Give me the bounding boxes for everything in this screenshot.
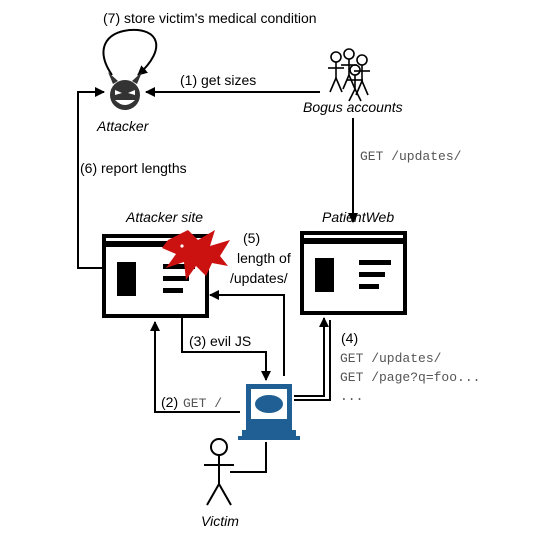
group-of-people-icon xyxy=(328,48,370,102)
step2-arrow xyxy=(150,321,240,413)
step3-arrow xyxy=(181,318,271,381)
patientweb-webpage-icon xyxy=(300,231,407,315)
step2-prefix: (2) xyxy=(161,394,178,410)
victim-label: Victim xyxy=(201,513,239,529)
step4-label: (4) xyxy=(341,330,358,346)
devil-face-icon xyxy=(108,72,142,110)
step6-arrow xyxy=(77,87,105,269)
step4-request-1: GET /updates/ xyxy=(340,351,442,366)
step4-more: ... xyxy=(340,389,363,404)
computer-icon xyxy=(238,384,300,440)
step1-label: (1) get sizes xyxy=(180,72,256,88)
step5-label-line3: /updates/ xyxy=(230,270,288,286)
step7-label: (7) store victim's medical condition xyxy=(103,10,317,26)
step5-arrow xyxy=(209,290,285,376)
step5-label-number: (5) xyxy=(243,230,260,246)
step4-request-2: GET /page?q=foo... xyxy=(340,370,480,385)
step4-arrow xyxy=(294,317,329,397)
bogus-accounts-label: Bogus accounts xyxy=(303,99,403,115)
red-dragon-icon xyxy=(162,230,230,280)
attacker-label: Attacker xyxy=(96,118,150,134)
step4-arrow-second-line xyxy=(294,320,331,401)
step3-label: (3) evil JS xyxy=(189,333,251,349)
step2-request: GET / xyxy=(183,396,222,411)
bogus-request-label: GET /updates/ xyxy=(360,149,462,164)
patientweb-label: PatientWeb xyxy=(322,209,394,225)
stick-figure-icon xyxy=(204,438,234,506)
step6-label: (6) report lengths xyxy=(80,160,187,176)
step7-loop-arrow xyxy=(102,28,158,76)
victim-to-computer-line xyxy=(230,442,267,473)
attacker-site-label: Attacker site xyxy=(125,209,203,225)
step5-label-line2: length of xyxy=(237,250,291,266)
